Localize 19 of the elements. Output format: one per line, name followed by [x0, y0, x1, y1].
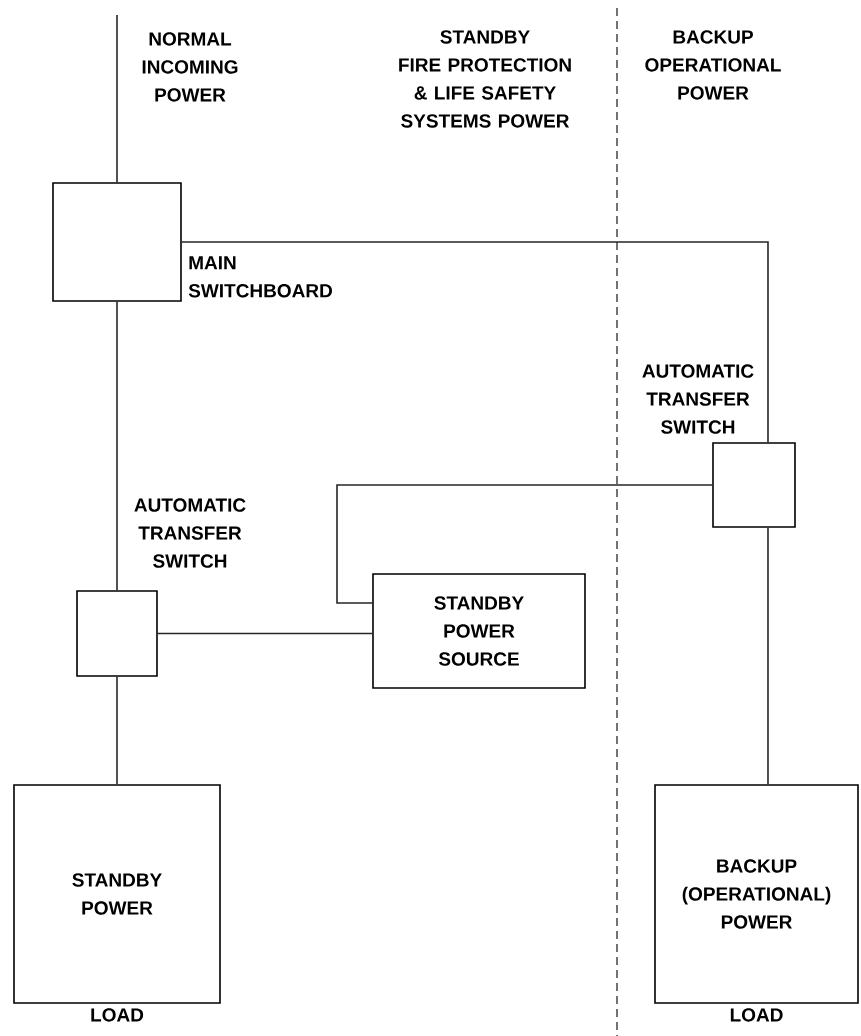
box: BACKUP (OPERATIONAL) POWER: [654, 784, 859, 1004]
node-label: LOAD: [730, 1008, 783, 1022]
line: [767, 527, 769, 785]
line: [116, 301, 118, 591]
heading: FIRE PROTECTION & LIFE SAFETY SYSTEMS POWER: [399, 58, 571, 128]
edge-label: NORMAL INCOMING POWER: [142, 32, 238, 102]
box: STANDBY POWER SOURCE: [372, 573, 586, 689]
line: [181, 241, 769, 443]
line: [116, 676, 118, 785]
box-label: AUTOMATIC TRANSFER SWITCH: [642, 364, 754, 434]
line: [336, 484, 713, 604]
line: [157, 632, 373, 635]
heading: STANDBY: [440, 30, 530, 44]
heading: BACKUP OPERATIONAL POWER: [645, 30, 781, 100]
box-label: AUTOMATIC TRANSFER SWITCH: [134, 498, 246, 568]
box-label: MAIN SWITCHBOARD: [188, 256, 332, 298]
node-label: LOAD: [91, 1008, 144, 1022]
box: STANDBY POWER: [13, 784, 221, 1004]
line: [116, 14, 118, 183]
